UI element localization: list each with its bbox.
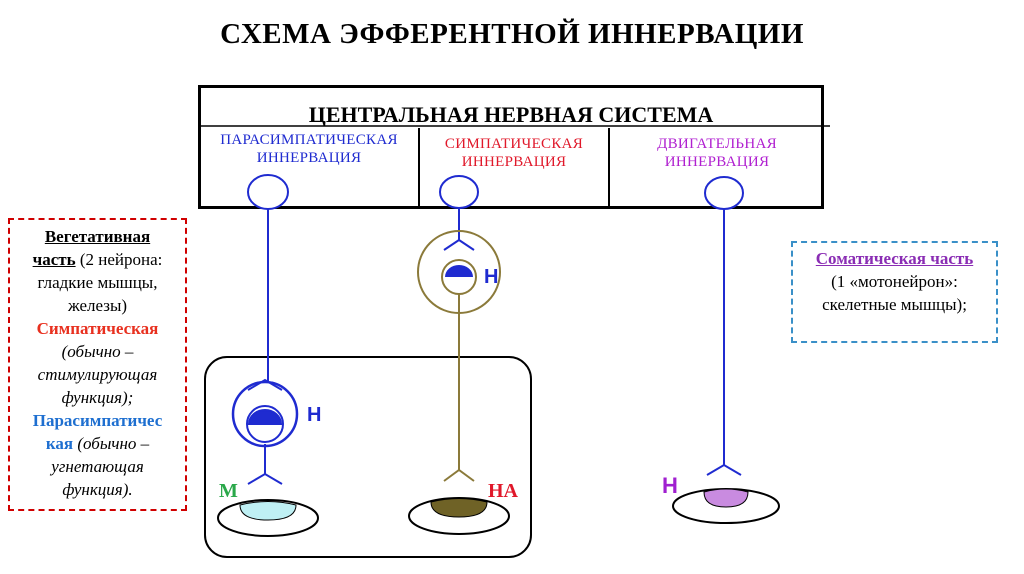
symp-pathway: [417, 175, 501, 482]
symp-effector-fork: [443, 468, 475, 482]
para-column-label-line2: ИННЕРВАЦИЯ: [256, 150, 362, 166]
para-ganglion-neuron-nucleus: [247, 409, 283, 425]
vegetative-text2: гладкие мышцы,: [37, 273, 158, 292]
parasympathetic-desc2: угнетающая: [51, 457, 144, 476]
somatic-cns-neuron: [704, 176, 744, 210]
parasympathetic-label-part2: кая: [45, 434, 74, 453]
symp-column-label: СИМПАТИЧЕСКАЯ ИННЕРВАЦИЯ: [420, 135, 608, 171]
m-receptor-label: М: [219, 480, 238, 502]
symp-ganglion-neuron-nucleus: [445, 265, 473, 277]
para-synapse-fork: [247, 378, 283, 391]
vegetative-text1: (2 нейрона:: [79, 250, 163, 269]
motor-column-label-line1: ДВИГАТЕЛЬНАЯ: [657, 136, 777, 152]
n-somatic-receptor: [703, 488, 749, 508]
parasympathetic-desc1: (обычно –: [77, 434, 150, 453]
symp-column-label-line1: СИМПАТИЧЕСКАЯ: [444, 136, 584, 152]
somatic-note: Соматическая часть (1 «мотонейрон»: скел…: [791, 241, 998, 343]
vegetative-heading: Вегетативная: [44, 227, 151, 246]
cns-title: ЦЕНТРАЛЬНАЯ НЕРВНАЯ СИСТЕМА: [308, 102, 714, 127]
na-receptor-label: НА: [488, 480, 519, 502]
sympathetic-desc2: стимулирующая: [37, 365, 158, 384]
sympathetic-desc1: (обычно –: [61, 342, 134, 361]
symp-ganglion-n-label: Н: [484, 266, 498, 288]
para-pathway: [231, 174, 299, 485]
parasympathetic-desc3: функция).: [62, 480, 133, 499]
somatic-effector-fork: [706, 463, 742, 476]
parasympathetic-label: Парасимпатичес: [32, 411, 163, 430]
m-receptor: [239, 501, 297, 521]
para-ganglion-n-label: Н: [307, 404, 321, 426]
sympathetic-desc3: функция);: [61, 388, 134, 407]
vegetative-heading-line1: Вегетативная: [10, 225, 185, 248]
somatic-text1: (1 «мотонейрон»:: [831, 272, 958, 291]
na-receptor: [430, 498, 488, 518]
vegetative-text3: железы): [67, 296, 128, 315]
sympathetic-label: Симпатическая: [36, 319, 159, 338]
vegetative-note: Вегетативная часть (2 нейрона: гладкие м…: [8, 218, 187, 511]
symp-synapse-fork: [443, 238, 475, 251]
effector-organ-box: [204, 356, 532, 558]
somatic-heading: Соматическая часть: [815, 249, 974, 268]
para-effector-fork: [247, 472, 283, 485]
vegetative-heading-line2: часть (2 нейрона:: [10, 248, 185, 271]
motor-column-label: ДВИГАТЕЛЬНАЯ ИННЕРВАЦИЯ: [612, 135, 822, 171]
symp-cns-neuron: [439, 175, 479, 209]
para-column-label-line1: ПАРАСИМПАТИЧЕСКАЯ: [220, 132, 398, 148]
somatic-n-label: Н: [662, 473, 678, 498]
page-title: СХЕМА ЭФФЕРЕНТНОЙ ИННЕРВАЦИИ: [220, 18, 804, 50]
somatic-text2: скелетные мышцы);: [822, 295, 967, 314]
symp-column-label-line2: ИННЕРВАЦИЯ: [461, 154, 567, 170]
para-cns-neuron: [247, 174, 289, 210]
cns-box: [198, 85, 824, 209]
vegetative-heading-part2: часть: [32, 250, 76, 269]
motor-column-label-line2: ИННЕРВАЦИЯ: [664, 154, 770, 170]
somatic-pathway: [704, 176, 744, 476]
para-column-label: ПАРАСИМПАТИЧЕСКАЯ ИННЕРВАЦИЯ: [200, 131, 418, 167]
